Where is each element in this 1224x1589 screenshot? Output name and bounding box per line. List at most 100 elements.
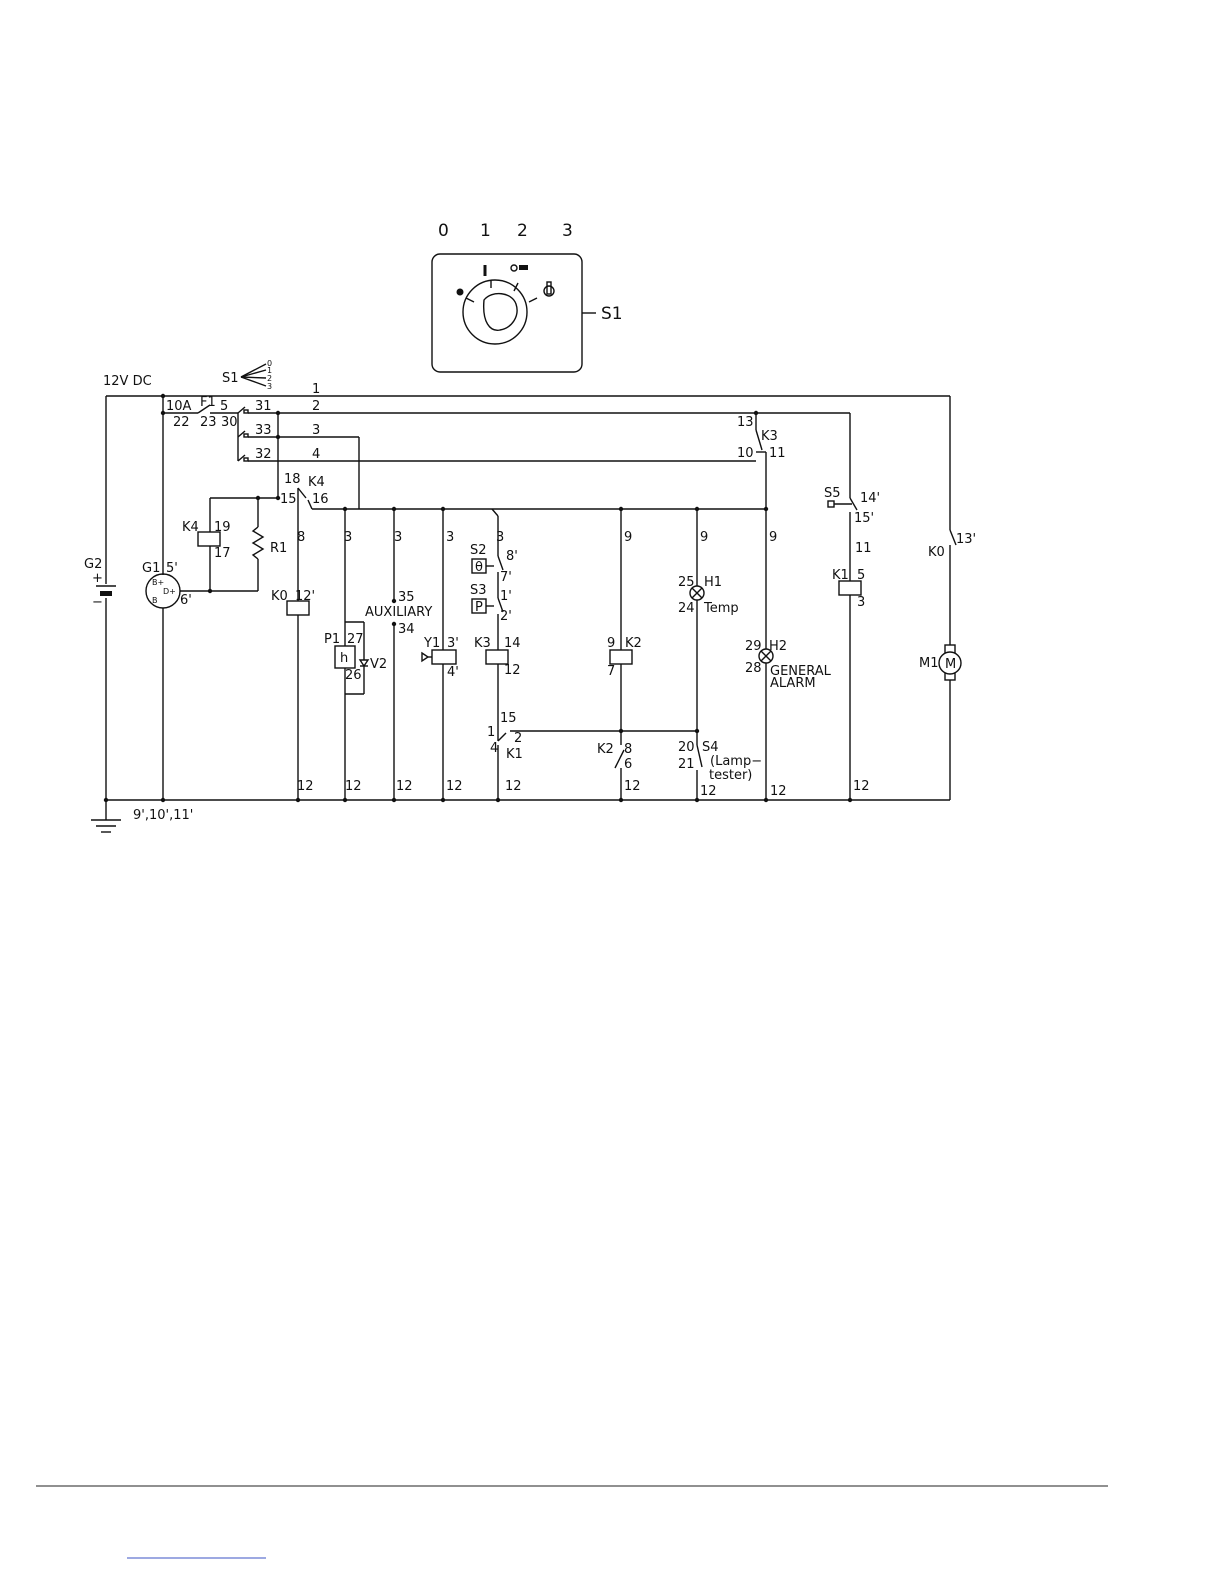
- junction-697-731: [694, 728, 700, 734]
- legend-tag: S1: [222, 371, 239, 386]
- s5-k1-branch: S5 14' 15' 11 K1 5 3 12: [824, 413, 880, 803]
- tick-3: [528, 297, 538, 303]
- s2-tag: S2: [470, 543, 487, 558]
- p1-ground-label: 12: [345, 779, 362, 794]
- p1-branch: 3 h P1 27 26 V2 12: [324, 506, 387, 803]
- y1-solenoid: [431, 649, 457, 665]
- fuse-rating: 10A: [166, 399, 192, 414]
- k3-coil: [485, 649, 509, 665]
- wire-label-3: 3: [312, 423, 320, 438]
- k3-tag: K3: [761, 429, 778, 444]
- s5-blade: [849, 497, 858, 511]
- y1-ground-junction: [440, 797, 446, 803]
- position-label-2: 2: [517, 221, 528, 241]
- k2-coil-term-9: 9: [607, 636, 615, 651]
- k4-contact-term-16: 16: [312, 492, 329, 507]
- h2-ground-junction: [763, 797, 769, 803]
- k1-coil-ground-label: 12: [853, 779, 870, 794]
- aux-wire: 3: [394, 530, 402, 545]
- h1-term-25: 25: [678, 575, 695, 590]
- wire-label-4: 4: [312, 447, 320, 462]
- tick-2: [513, 282, 519, 292]
- k4-contact-link: [307, 499, 313, 510]
- k2-wire: 9: [624, 530, 632, 545]
- h2-tag: H2: [769, 639, 787, 654]
- k3-term-10: 10: [737, 446, 754, 461]
- s3-term-1: 1': [500, 589, 512, 604]
- k0-coil-branch: 8 K0 12' 12: [271, 530, 315, 803]
- switch-blade-31: [237, 406, 246, 414]
- start-position-icon: [543, 281, 555, 297]
- switch-blade-33: [237, 430, 246, 438]
- key-cylinder: [462, 279, 528, 345]
- k1-coil-term-5: 5: [857, 568, 865, 583]
- k4-coil-tag: K4: [182, 520, 199, 535]
- k4-coil: [197, 531, 221, 547]
- k2-contact-term-6: 6: [624, 757, 632, 772]
- switch-blade-32: [237, 454, 246, 462]
- switched-wires: 2 3 4: [248, 399, 850, 509]
- ground-symbol: 9',10',11': [91, 797, 193, 833]
- g1-d-plus: D+: [163, 587, 176, 596]
- g1-term-5: 5': [166, 561, 178, 576]
- m1-tag: M1: [919, 656, 939, 671]
- fuse-term-22: 22: [173, 415, 190, 430]
- aux-ground-label: 12: [396, 779, 413, 794]
- s3-sensor-symbol: P: [475, 600, 483, 615]
- fuse-link: [197, 404, 211, 414]
- k2-ground-junction: [618, 797, 624, 803]
- p1-symbol: h: [340, 651, 348, 666]
- h2-label-1: GENERAL: [770, 664, 832, 679]
- p1-tag: P1: [324, 632, 340, 647]
- s4-term-20: 20: [678, 740, 695, 755]
- g1-tag: G1: [142, 561, 160, 576]
- h1-wire: 9: [700, 530, 708, 545]
- aux-term-35: 35: [398, 590, 415, 605]
- p1-term-26: 26: [345, 668, 362, 683]
- junction-278-498: [275, 495, 281, 501]
- s4-term-21: 21: [678, 757, 695, 772]
- k4-contact-blade: [297, 487, 307, 499]
- p1-wire: 3: [344, 530, 352, 545]
- k3-contact: 13 K3 10 11: [737, 410, 786, 800]
- ground-terminals: 9',10',11': [133, 808, 193, 823]
- k1-coil-ground-junction: [847, 797, 853, 803]
- s2-term-8: 8': [506, 549, 518, 564]
- k0-contact-tag: K0: [928, 545, 945, 560]
- fuse-term-23: 23: [200, 415, 217, 430]
- k4-contact-tag: K4: [308, 475, 325, 490]
- s4-tag: S4: [702, 740, 719, 755]
- starter-branch: K0 13' M M1: [919, 529, 976, 681]
- s4-ground-junction: [694, 797, 700, 803]
- fuse-f1: 10A F1 5 22 23 30: [160, 395, 238, 430]
- ignition-switch-contacts: 31 33 32: [237, 399, 272, 462]
- k2-branch: 9 9 K2 7 K2 8 6 12: [597, 506, 642, 803]
- k2-contact-blade: [614, 749, 625, 769]
- k3-coil-term-14: 14: [504, 636, 521, 651]
- h1-label: Temp: [703, 601, 739, 616]
- supply-voltage: 12V DC: [103, 374, 152, 389]
- battery-tag: G2: [84, 557, 102, 572]
- k3-term-13: 13: [737, 415, 754, 430]
- h2-label-2: ALARM: [770, 676, 816, 691]
- resistor-r1: [251, 526, 265, 560]
- k1-contact-term-15: 15: [500, 711, 517, 726]
- contact-31: [243, 409, 249, 414]
- h2-term-29: 29: [745, 639, 762, 654]
- p1-ground-junction: [342, 797, 348, 803]
- position-label-1: 1: [480, 221, 491, 241]
- k0-coil-term-12: 12': [295, 589, 315, 604]
- s2-sensor-symbol: θ: [475, 560, 483, 575]
- g1-top-junction: [160, 393, 166, 399]
- contact-label-33: 33: [255, 423, 272, 438]
- legend-pos-1: 1: [267, 366, 272, 375]
- s4-label-2: tester): [709, 768, 752, 783]
- h1-lamp-cross-b: [691, 587, 703, 599]
- h2-wire: 9: [769, 530, 777, 545]
- k4-coil-term-19: 19: [214, 520, 231, 535]
- k1-contact-tag: K1: [506, 747, 523, 762]
- preheat-position-icon: [510, 264, 528, 272]
- aux-label: AUXILIARY: [365, 605, 432, 620]
- y1-term-3: 3': [447, 636, 459, 651]
